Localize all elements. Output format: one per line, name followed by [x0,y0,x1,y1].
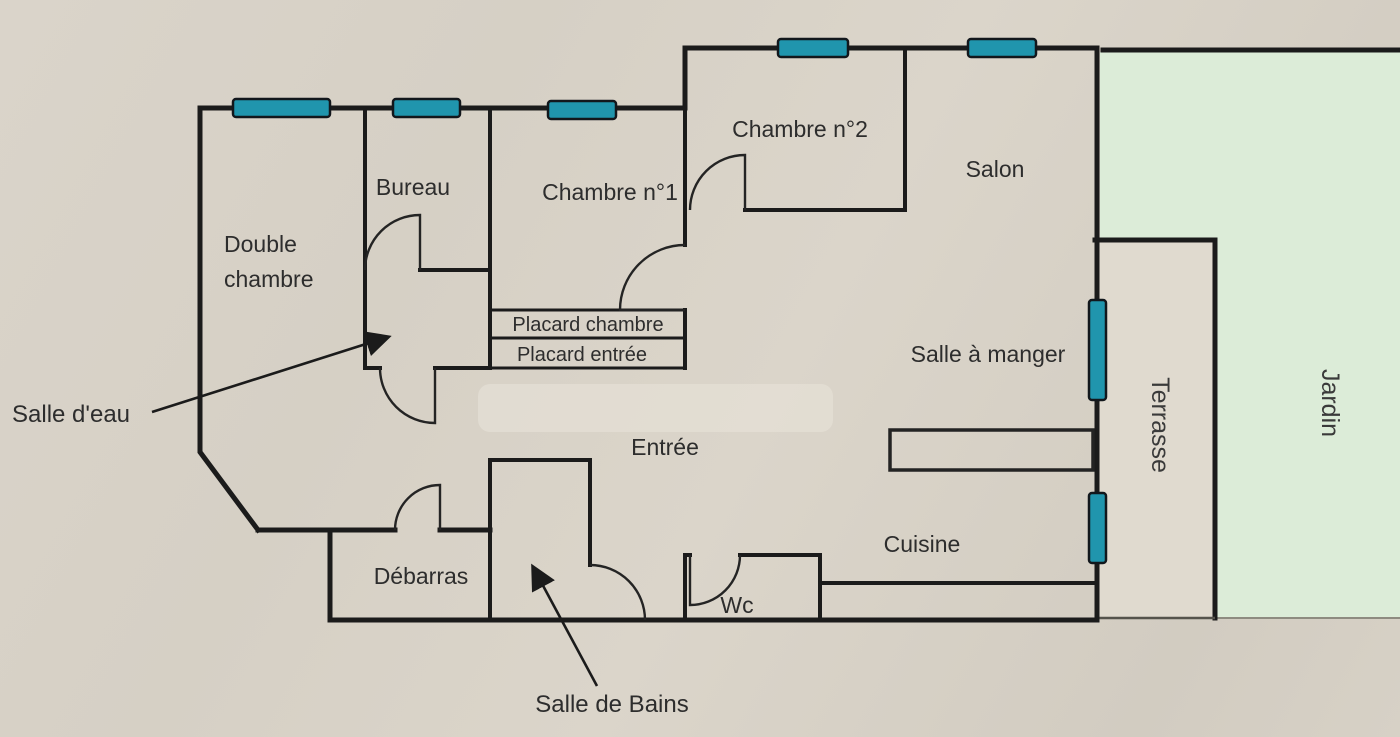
window-marker [776,37,850,59]
room-label-double-chambre-line2: chambre [224,266,313,292]
room-label-placard-chambre: Placard chambre [512,314,663,336]
interior-walls [363,46,1099,622]
door-bureau [363,213,422,271]
arrow-to-salle-de-bains [531,563,599,687]
door-debarras [393,483,442,531]
room-label-chambre2: Chambre n°2 [732,116,868,142]
terrace-walls [1092,237,1218,621]
window-marker [391,97,462,119]
room-label-cuisine: Cuisine [884,531,961,557]
window-marker [966,37,1038,59]
room-label-wc: Wc [720,592,753,618]
arrow-to-salle-eau [151,331,392,414]
room-label-salle-eau: Salle d'eau [12,401,130,428]
door-wc [688,554,742,607]
exterior-walls [197,45,1100,623]
room-label-chambre1: Chambre n°1 [542,179,678,205]
window-marker [1087,298,1108,402]
window-marker [1087,491,1108,565]
room-label-placard-entree: Placard entrée [517,344,647,366]
dining-table [888,428,1095,472]
room-label-bureau: Bureau [376,174,450,200]
door-salle-eau [378,367,437,425]
room-label-entree: Entrée [631,434,699,460]
room-label-salon: Salon [966,156,1025,182]
window-marker [231,97,332,119]
room-label-jardin: Jardin [1316,369,1344,437]
erasure-patch [478,384,833,432]
door-salle-de-bains [589,563,647,621]
room-label-salle-a-manger: Salle à manger [911,341,1066,367]
door-chambre1 [618,243,686,312]
room-label-terrasse: Terrasse [1146,377,1174,473]
room-label-salle-de-bains: Salle de Bains [535,691,688,718]
door-chambre2 [688,153,747,211]
room-label-double-chambre-line1: Double [224,231,297,257]
terrace-area [1097,242,1213,618]
room-label-debarras: Débarras [374,563,469,589]
window-marker [546,99,618,121]
